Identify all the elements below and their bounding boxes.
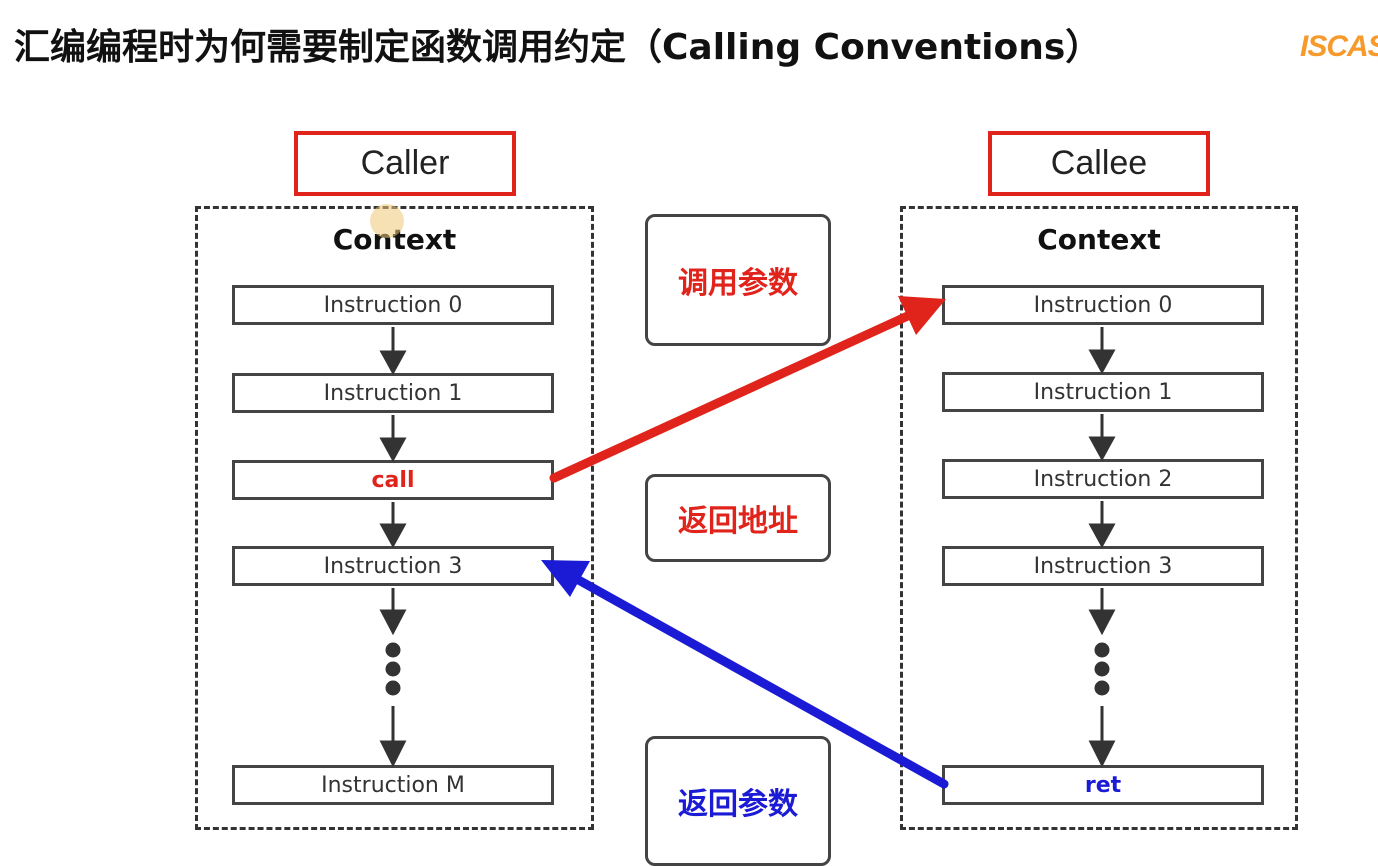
callee-instruction-1: Instruction 1 (942, 372, 1264, 412)
callee-instruction-2: Instruction 2 (942, 459, 1264, 499)
caller-label: Caller (294, 131, 516, 196)
callee-instruction-0: Instruction 0 (942, 285, 1264, 325)
callee-ret-instruction: ret (942, 765, 1264, 805)
caller-instruction-0: Instruction 0 (232, 285, 554, 325)
caller-instruction-m: Instruction M (232, 765, 554, 805)
callee-label: Callee (988, 131, 1210, 196)
cursor-highlight (370, 204, 404, 238)
caller-instruction-1: Instruction 1 (232, 373, 554, 413)
call-args-box: 调用参数 (645, 214, 831, 346)
iscas-logo: ISCAS (1300, 30, 1378, 63)
caller-call-instruction: call (232, 460, 554, 500)
page-title: 汇编编程时为何需要制定函数调用约定（Calling Conventions） (14, 27, 1102, 68)
callee-context-box: Context (900, 206, 1298, 830)
callee-context-title: Context (1037, 223, 1161, 256)
return-values-box: 返回参数 (645, 736, 831, 866)
caller-instruction-3: Instruction 3 (232, 546, 554, 586)
return-address-box: 返回地址 (645, 474, 831, 562)
callee-instruction-3: Instruction 3 (942, 546, 1264, 586)
